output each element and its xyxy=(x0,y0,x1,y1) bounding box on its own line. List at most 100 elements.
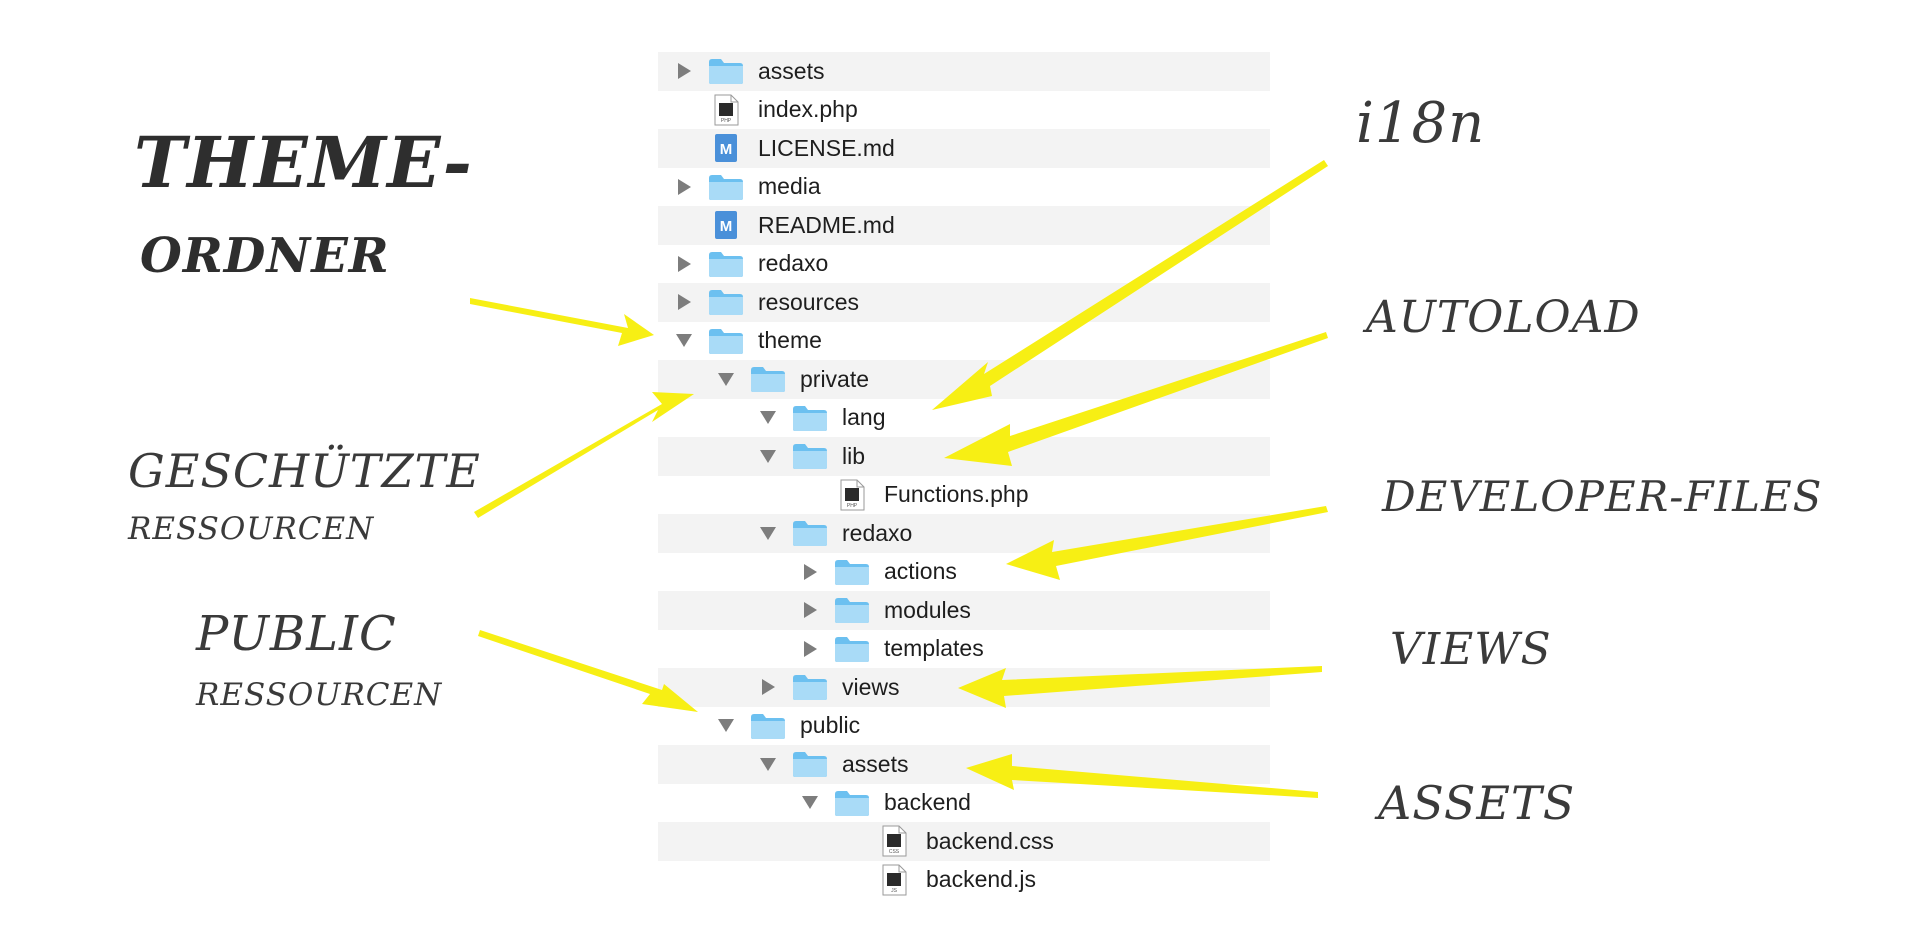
annotation-theme-ordner-line1: THEME- xyxy=(134,121,473,204)
svg-text:M: M xyxy=(720,141,733,158)
tree-row[interactable]: media xyxy=(658,167,1270,206)
tree-row[interactable]: PHP index.php xyxy=(658,90,1270,129)
disclosure-closed-icon[interactable] xyxy=(802,564,818,580)
folder-icon xyxy=(750,712,786,740)
annotation-assets: ASSETS xyxy=(1378,776,1576,830)
folder-icon xyxy=(834,635,870,663)
disclosure-closed-icon[interactable] xyxy=(676,294,692,310)
css-file-icon: CSS xyxy=(880,825,908,857)
folder-icon xyxy=(708,288,744,316)
disclosure-closed-icon[interactable] xyxy=(676,63,692,79)
js-file-icon: JS xyxy=(880,864,908,896)
tree-row-label: public xyxy=(800,712,861,739)
tree-row-label: assets xyxy=(758,57,825,84)
tree-row-label: redaxo xyxy=(758,250,829,277)
folder-icon xyxy=(792,673,828,701)
arrow-theme-ordner xyxy=(470,298,654,346)
annotation-theme-ordner-line2: ORDNER xyxy=(140,228,390,284)
annotation-autoload: AUTOLOAD xyxy=(1366,292,1641,343)
tree-row-label: lib xyxy=(842,442,866,469)
disclosure-open-icon[interactable] xyxy=(760,525,776,541)
disclosure-open-icon[interactable] xyxy=(676,333,692,349)
tree-row-label: views xyxy=(842,673,900,700)
svg-text:PHP: PHP xyxy=(847,503,858,509)
tree-row-label: Functions.php xyxy=(884,481,1029,508)
php-file-icon: PHP xyxy=(838,479,866,511)
tree-row[interactable]: assets xyxy=(658,745,1270,784)
tree-row[interactable]: JS backend.js xyxy=(658,860,1270,899)
tree-row[interactable]: templates xyxy=(658,629,1270,668)
folder-icon xyxy=(708,173,744,201)
disclosure-open-icon[interactable] xyxy=(760,410,776,426)
tree-row-label: media xyxy=(758,173,821,200)
tree-row[interactable]: assets xyxy=(658,52,1270,91)
tree-row[interactable]: theme xyxy=(658,321,1270,360)
folder-icon xyxy=(708,250,744,278)
tree-row-label: resources xyxy=(758,288,859,315)
markdown-file-icon: M xyxy=(712,209,740,241)
disclosure-closed-icon[interactable] xyxy=(676,179,692,195)
tree-row[interactable]: actions xyxy=(658,552,1270,591)
tree-row-label: backend xyxy=(884,789,971,816)
tree-row-label: backend.js xyxy=(926,866,1036,893)
tree-row[interactable]: PHP Functions.php xyxy=(658,475,1270,514)
tree-row[interactable]: private xyxy=(658,360,1270,399)
folder-icon xyxy=(792,404,828,432)
tree-row[interactable]: public xyxy=(658,706,1270,745)
tree-row[interactable]: redaxo xyxy=(658,514,1270,553)
tree-row-label: backend.css xyxy=(926,827,1054,854)
folder-icon xyxy=(792,750,828,778)
tree-row-label: README.md xyxy=(758,211,895,238)
tree-row-label: private xyxy=(800,365,870,392)
tree-row[interactable]: resources xyxy=(658,283,1270,322)
folder-icon xyxy=(750,365,786,393)
php-file-icon: PHP xyxy=(712,94,740,126)
annotation-public-line2: RESSOURCEN xyxy=(196,677,443,713)
folder-icon xyxy=(708,57,744,85)
svg-text:M: M xyxy=(720,218,733,235)
folder-icon xyxy=(792,519,828,547)
tree-row[interactable]: lang xyxy=(658,398,1270,437)
tree-row[interactable]: backend xyxy=(658,783,1270,822)
disclosure-closed-icon[interactable] xyxy=(802,641,818,657)
disclosure-open-icon[interactable] xyxy=(760,448,776,464)
annotation-views: VIEWS xyxy=(1390,624,1552,675)
tree-row-label: redaxo xyxy=(842,519,913,546)
annotation-developer-files: DEVELOPER-FILES xyxy=(1382,472,1823,521)
svg-text:JS: JS xyxy=(891,888,898,894)
folder-icon xyxy=(708,327,744,355)
disclosure-open-icon[interactable] xyxy=(760,756,776,772)
annotation-geschuetzte-line2: RESSOURCEN xyxy=(128,511,375,547)
tree-row[interactable]: CSS backend.css xyxy=(658,822,1270,861)
folder-icon xyxy=(834,789,870,817)
tree-row-label: actions xyxy=(884,558,957,585)
disclosure-open-icon[interactable] xyxy=(718,718,734,734)
svg-text:CSS: CSS xyxy=(889,849,900,855)
disclosure-open-icon[interactable] xyxy=(802,795,818,811)
disclosure-open-icon[interactable] xyxy=(718,371,734,387)
tree-row-label: modules xyxy=(884,596,971,623)
tree-row[interactable]: lib xyxy=(658,437,1270,476)
annotation-i18n: i18n xyxy=(1356,91,1486,156)
tree-row[interactable]: M README.md xyxy=(658,206,1270,245)
tree-row[interactable]: redaxo xyxy=(658,244,1270,283)
tree-row-label: lang xyxy=(842,404,886,431)
disclosure-closed-icon[interactable] xyxy=(676,256,692,272)
folder-icon xyxy=(834,596,870,624)
folder-icon xyxy=(834,558,870,586)
svg-text:PHP: PHP xyxy=(721,118,732,124)
tree-row-label: theme xyxy=(758,327,822,354)
annotation-public-line1: PUBLIC xyxy=(196,606,397,662)
tree-row[interactable]: modules xyxy=(658,591,1270,630)
folder-icon xyxy=(792,442,828,470)
tree-row[interactable]: views xyxy=(658,668,1270,707)
disclosure-closed-icon[interactable] xyxy=(760,679,776,695)
tree-row-label: index.php xyxy=(758,96,858,123)
disclosure-closed-icon[interactable] xyxy=(802,602,818,618)
tree-row-label: LICENSE.md xyxy=(758,134,895,161)
markdown-file-icon: M xyxy=(712,132,740,164)
tree-row[interactable]: M LICENSE.md xyxy=(658,129,1270,168)
annotation-geschuetzte-line1: GESCHÜTZTE xyxy=(128,444,481,498)
